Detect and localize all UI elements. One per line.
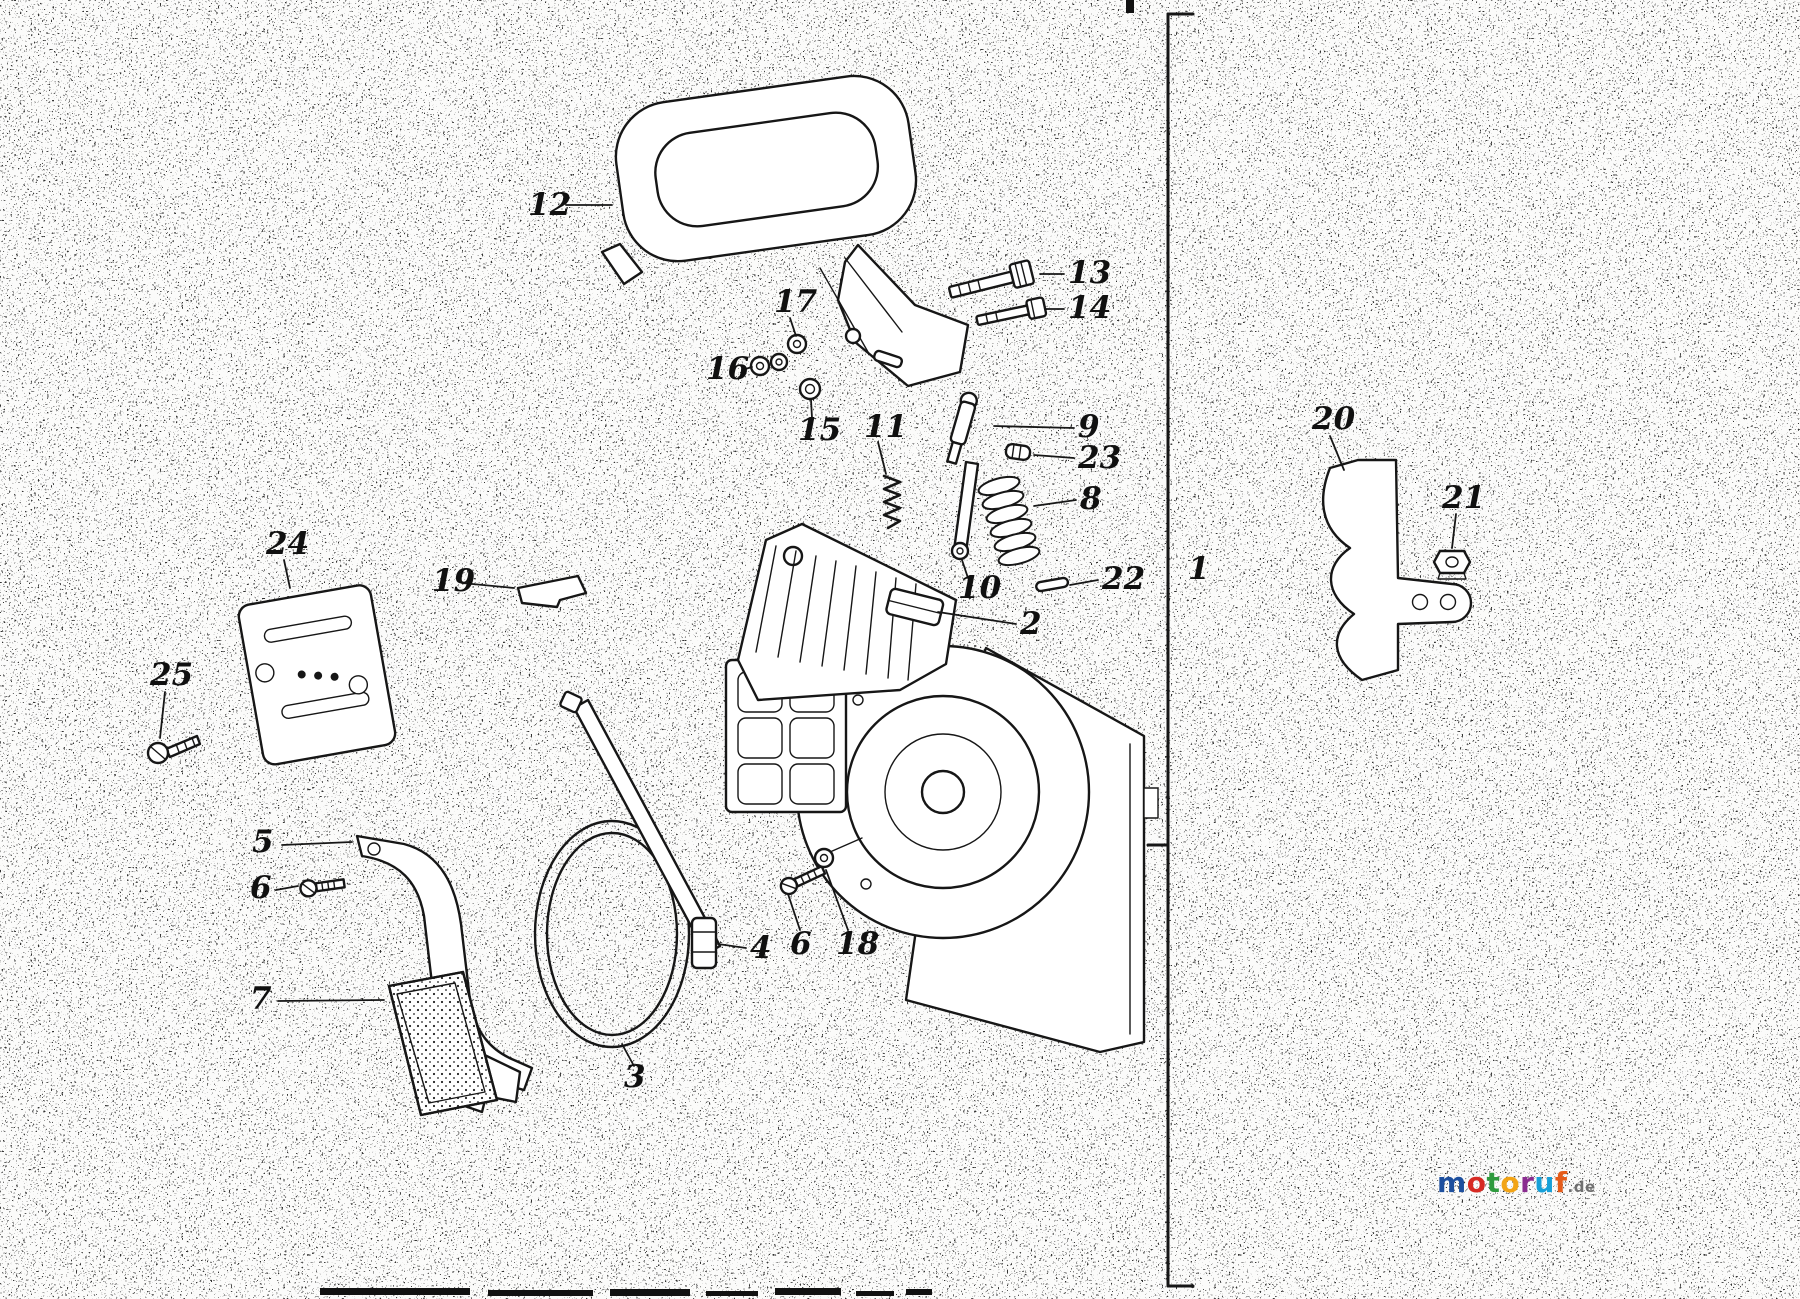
part-label-19: 19 (432, 563, 475, 599)
part-labels: 12 13 14 17 16 15 11 9 23 8 10 22 2 24 1… (149, 187, 1485, 1095)
logo-letter: o (1467, 1166, 1487, 1199)
part-label-22: 22 (1101, 561, 1145, 597)
part-label-21: 21 (1441, 480, 1485, 516)
part-label-20: 20 (1311, 401, 1356, 437)
logo-letter: t (1486, 1166, 1500, 1199)
friction-pad-7 (387, 970, 499, 1117)
part-label-3: 3 (624, 1059, 646, 1095)
part-label-8: 8 (1079, 481, 1102, 517)
chain-catcher-20 (1322, 458, 1473, 682)
screw-25 (146, 734, 202, 765)
logo-letter: f (1555, 1166, 1568, 1199)
reference-bracket-1 (1146, 12, 1195, 1288)
part-label-4: 4 (750, 930, 772, 966)
latch-2 (885, 587, 945, 627)
scan-artifacts (320, 0, 1134, 1296)
pin-22 (1035, 576, 1070, 593)
part-label-14: 14 (1068, 290, 1111, 326)
pivot-boss-hole (782, 545, 804, 567)
clamp-4 (690, 916, 718, 970)
trigger-9 (946, 391, 978, 465)
part-label-6-right: 6 (790, 926, 812, 962)
part-label-5: 5 (252, 824, 274, 860)
plug-23 (1004, 442, 1032, 462)
logo-letter: u (1534, 1166, 1554, 1199)
guide-plate-24 (237, 584, 397, 766)
part-label-10: 10 (958, 570, 1002, 606)
screw-6-right (779, 865, 827, 896)
washer-17 (786, 333, 808, 355)
part-label-24: 24 (265, 526, 309, 562)
part-label-1: 1 (1188, 551, 1210, 587)
part-label-9: 9 (1078, 409, 1100, 445)
logo-letter: o (1500, 1166, 1520, 1199)
nut-21 (1432, 549, 1472, 580)
part-label-23: 23 (1077, 440, 1121, 476)
watermark-logo: motoruf.de (1437, 1166, 1596, 1199)
logo-letter: m (1437, 1166, 1467, 1199)
part-label-15: 15 (798, 412, 841, 448)
logo-letter: r (1520, 1166, 1534, 1199)
clutch-cover-housing (724, 522, 1159, 1054)
bolt-13 (947, 259, 1035, 299)
bolt-14 (975, 296, 1048, 326)
front-handguard-12 (600, 74, 970, 388)
wedge-19 (516, 574, 588, 609)
part-label-11: 11 (864, 409, 907, 445)
handguard-hole (844, 327, 862, 345)
part-label-2: 2 (1019, 606, 1042, 642)
coil-spring-8 (977, 475, 1041, 567)
part-label-13: 13 (1068, 255, 1111, 291)
part-label-6-left: 6 (250, 870, 272, 906)
washers-16 (749, 352, 789, 377)
part-label-7: 7 (250, 981, 272, 1017)
screw-6-left (299, 878, 346, 898)
brake-band-3 (533, 690, 722, 1049)
spring-11 (882, 474, 902, 530)
logo-suffix: .de (1568, 1178, 1596, 1196)
washer-18 (813, 847, 835, 869)
leader-lines (159, 204, 1457, 1067)
part-label-25: 25 (149, 657, 193, 693)
part-label-18: 18 (836, 926, 879, 962)
nut-15 (798, 377, 822, 401)
link-10 (950, 460, 980, 561)
part-label-16: 16 (706, 351, 749, 387)
part-label-17: 17 (774, 284, 818, 320)
part-label-12: 12 (528, 187, 571, 223)
